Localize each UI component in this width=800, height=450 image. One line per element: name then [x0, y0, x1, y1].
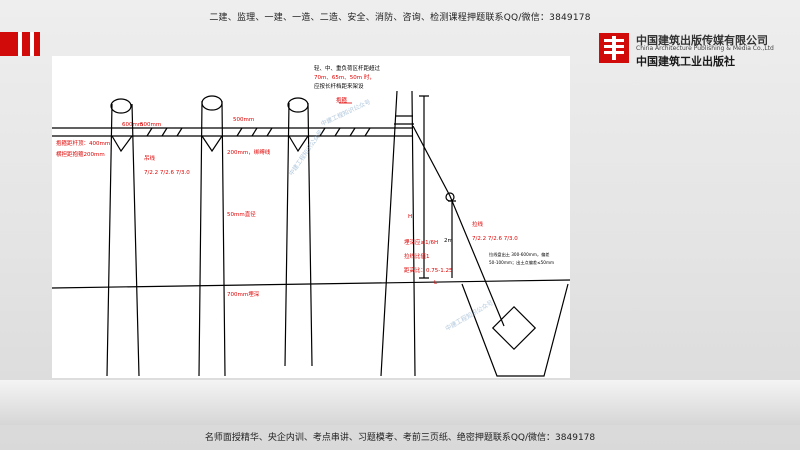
span-500: 500mm: [233, 117, 254, 123]
embed-50: 50mm直径: [227, 210, 256, 218]
two-m-label: 2m: [444, 238, 453, 244]
logo-name-cn-2: 中国建筑工业出版社: [636, 55, 735, 68]
header-text: 二建、监理、一建、一造、二造、安全、消防、咨询、检测课程押题联系QQ/微信：38…: [209, 13, 591, 23]
footer-text: 名师面授精华、央企内训、考点串讲、习题模考、考前三页纸、绝密押题联系QQ/微信：…: [204, 433, 596, 443]
pole-ratio-note: 距高比：0.75-1.25: [404, 266, 453, 274]
anchor-note-1: 拉线盘出土 300-600mm，偏差: [489, 251, 550, 258]
hoop-label: 抱箍: [336, 96, 348, 104]
top-note-2: 70m、65m、50m 时，: [314, 73, 375, 81]
spec-right: 7/2.2 7/2.6 7/3.0: [472, 236, 518, 242]
floor-background: [0, 380, 800, 425]
guy-height-dimension: [448, 200, 456, 278]
red-band-stripe: [30, 32, 34, 56]
publisher-logo-icon: [599, 33, 629, 63]
left-note-1: 抱箍距杆顶：400mm: [56, 139, 110, 147]
terminal-pole: [380, 90, 416, 377]
diagram-panel: 轻、中、重负荷区杆距超过 70m、65m、50m 时， 应按长杆档距来架设 抱箍…: [52, 56, 570, 378]
messenger-wire: [52, 127, 412, 137]
anchor-pit: [461, 283, 569, 377]
pole-height-note-1: 埋深应≥1/6H: [404, 238, 438, 246]
red-band-stripe: [18, 32, 22, 56]
ground-line: [52, 279, 570, 289]
anchor-block: [491, 305, 537, 351]
terminal-pole-hoop: [394, 115, 414, 125]
pole-2-top: [201, 95, 223, 111]
height-dimension: [419, 95, 429, 279]
top-note-3: 应按长杆档距来架设: [314, 82, 364, 90]
top-note-1: 轻、中、重负荷区杆距超过: [314, 64, 381, 72]
dist-600: 600mm: [122, 122, 143, 128]
logo-name-cn: 中国建筑出版传媒有限公司: [636, 34, 768, 47]
pole-line-diagram: 轻、中、重负荷区杆距超过 70m、65m、50m 时， 应按长杆档距来架设 抱箍…: [52, 64, 570, 377]
left-note-2: 横担距抱箍200mm: [56, 150, 105, 158]
wire-binding-marks: [146, 127, 371, 137]
guy-label: 拉线: [472, 220, 484, 228]
guy-wire: [412, 125, 505, 327]
pole-3: [284, 102, 313, 367]
pole-1: [106, 103, 140, 377]
pole-clamps: [111, 135, 309, 153]
h-label: H: [408, 214, 412, 220]
publisher-logo: 中国建筑出版传媒有限公司 China Architecture Publishi…: [598, 30, 774, 70]
left-wire-label: 吊线: [144, 154, 156, 162]
l-label: L: [434, 280, 438, 286]
pole-1-top: [110, 98, 132, 114]
mid-200-note: 200mm，绑缚线: [227, 148, 271, 156]
pole-3-top: [287, 97, 309, 113]
pole-height-note-2: 拉线比值1: [404, 252, 430, 260]
spec-left: 7/2.2 7/2.6 7/3.0: [144, 170, 190, 176]
pole-2: [198, 100, 226, 377]
span-500-small: 500mm: [140, 122, 161, 128]
logo-name-en: China Architecture Publishing & Media Co…: [636, 45, 774, 52]
anchor-note-2: 50-100mm；出土点偏差≤50mm: [489, 259, 554, 266]
ground-700: 700mm埋深: [227, 290, 260, 298]
